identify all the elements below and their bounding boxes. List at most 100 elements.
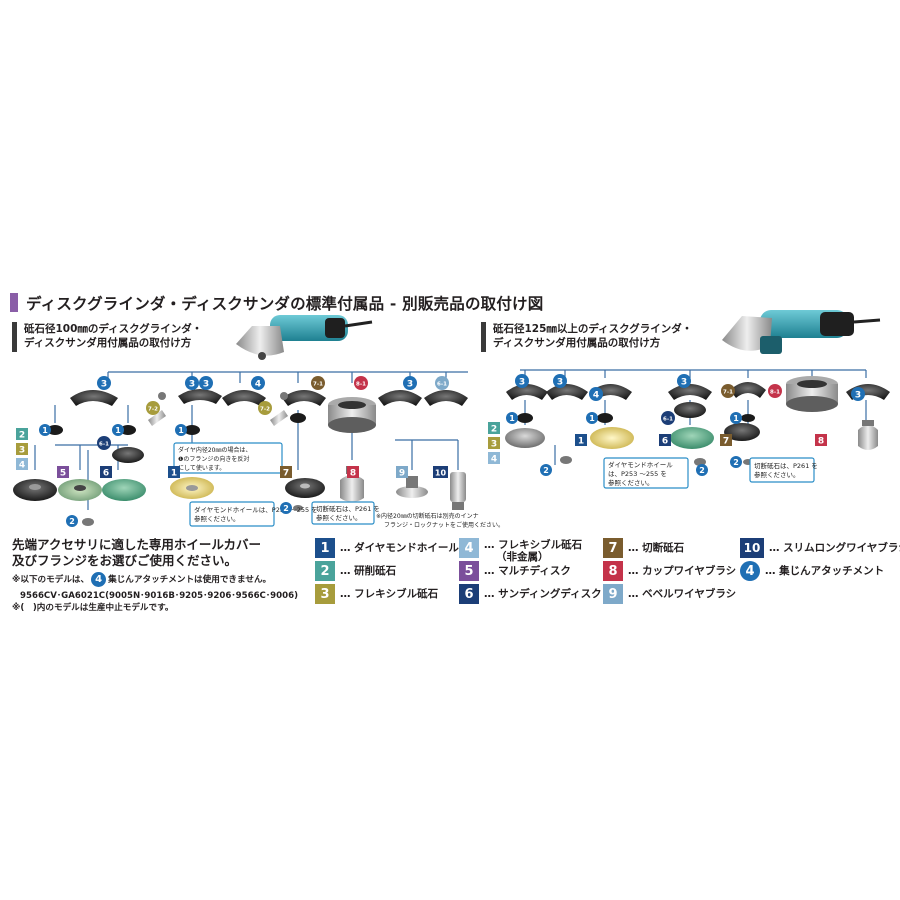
wheel-icons-right (505, 402, 760, 449)
callout-diamond-left-2: 参照ください。 (194, 514, 240, 523)
title-accent-bar (10, 293, 18, 312)
legend-label-6: … サンディングディスク (484, 588, 602, 600)
callout-flange-note-3: にして使います。 (178, 464, 225, 472)
badge-4-left: 4 (19, 461, 25, 471)
legend: 1 … ダイヤモンドホイール 2 … 研削砥石 3 … フレキシブル砥石 4 …… (313, 537, 900, 617)
note-line-1a: ※以下のモデルは、 (12, 575, 90, 585)
legend-item-10: 10 … スリムロングワイヤブラシ (740, 538, 900, 558)
legend-badge-6: 6 (459, 584, 479, 604)
circle-7-1-left: 7-1 (313, 382, 323, 388)
diagram-badges: 2 3 4 5 6 1 7 8 9 10 2 3 4 1 6 7 8 (16, 422, 827, 479)
callout-flange-note-2: ❶のフランジの向きを反対 (178, 455, 249, 463)
legend-badge-1: 1 (315, 538, 335, 558)
circle-2-r2: 2 (699, 466, 705, 475)
legend-label-9: … ベベルワイヤブラシ (628, 588, 737, 600)
wheel-cover-icons-right (506, 382, 890, 400)
callout-boxes-right (603, 457, 815, 489)
circle-6-1-left: 6-1 (99, 442, 109, 448)
legend-badge-9: 9 (603, 584, 623, 604)
circle-3-d: 3 (189, 380, 195, 390)
legend-item-5: 5 … マルチディスク (459, 561, 571, 581)
legend-badge-5: 5 (459, 561, 479, 581)
callout-flange-note-1: ダイヤ内径20㎜の場合は、 (178, 446, 251, 454)
circle-3-b: 3 (203, 380, 209, 390)
small-grinder-illustration (236, 315, 373, 360)
badge-8-right: 8 (818, 437, 824, 447)
circle-2-left: 2 (69, 517, 75, 526)
notes-heading-line-1: 先端アクセサリに適した専用ホイールカバー (12, 537, 262, 552)
legend-label-1: … ダイヤモンドホイール (340, 542, 459, 554)
callout-diamond-right-1: ダイヤモンドホイール (608, 460, 673, 469)
left-subtitle: 砥石径100㎜のディスクグラインダ・ ディスクサンダ用付属品の取付け方 (24, 322, 202, 350)
side-handle-icons (148, 392, 288, 426)
badge-1-left: 1 (171, 469, 177, 479)
legend-item-9: 9 … ベベルワイヤブラシ (603, 584, 736, 604)
legend-badge-8: 8 (603, 561, 623, 581)
diagram-circle-badges: 3 3 4 3 3 7-1 8-1 6-1 7-2 7-2 1 1 1 6-1 … (39, 374, 865, 527)
wheel-cover-icons-left (70, 389, 468, 406)
badge-3-right: 3 (491, 440, 497, 450)
left-subtitle-line-2: ディスクサンダ用付属品の取付け方 (24, 337, 192, 349)
legend-badge-4: 4 (459, 538, 479, 558)
badge-6-left: 6 (103, 469, 109, 479)
dust-collector-cover-left (328, 397, 376, 433)
circle-3-c: 3 (407, 380, 413, 390)
legend-label-8: … カップワイヤブラシ (628, 565, 737, 577)
circle-3-r2: 3 (557, 378, 563, 388)
circle-3-r3: 3 (681, 378, 687, 388)
circle-7-2-a: 7-2 (148, 407, 158, 413)
circle-2-cut: 2 (283, 504, 289, 513)
note-line-3: ※( )内のモデルは生産中止モデルです。 (12, 603, 174, 613)
inline-badge-4: 4 (91, 572, 107, 587)
badge-7-right: 7 (723, 437, 729, 447)
badge-4-right: 4 (491, 455, 497, 465)
inner-flange-note-1: ※内径20㎜の切断砥石は別売のインナ (376, 512, 479, 520)
page-title: ディスクグラインダ・ディスクサンダの標準付属品 - 別販売品の取付け図 (26, 295, 544, 313)
legend-label-2: … 研削砥石 (340, 565, 397, 577)
legend-label-4-line-1: … フレキシブル砥石 (484, 539, 583, 551)
legend-badge-3: 3 (315, 584, 335, 604)
callout-diamond-left-1: ダイヤモンドホイールは、P253 ～255 を (194, 505, 318, 514)
legend-item-dust-attachment: 4 … 集じんアタッチメント (740, 561, 884, 581)
circle-3-r4: 3 (855, 391, 861, 401)
circle-2-r1: 2 (543, 466, 549, 475)
circle-8-1-left: 8-1 (356, 382, 366, 388)
circle-6-1-right: 6-1 (663, 417, 673, 423)
badge-1-right: 1 (578, 437, 584, 447)
circle-7-1-right: 7-1 (723, 390, 733, 396)
badge-10: 10 (435, 469, 447, 478)
callout-diamond-right-2: は、P253 ～255 を (608, 470, 667, 478)
note-line-1b: 集じんアタッチメントは使用できません。 (108, 575, 272, 585)
legend-badge-7: 7 (603, 538, 623, 558)
legend-label-5: … マルチディスク (484, 565, 571, 577)
legend-badge-2: 2 (315, 561, 335, 581)
dust-collector-cover-right (786, 376, 838, 412)
badge-9: 9 (399, 469, 405, 479)
left-subtitle-line-1: 砥石径100㎜のディスクグラインダ・ (24, 323, 203, 335)
callout-cutting-right-2: 参照ください。 (754, 470, 800, 479)
callout-cutting-right-1: 切断砥石は、P261 を (754, 461, 818, 470)
circle-1-r1: 1 (509, 414, 515, 423)
circle-4-r: 4 (593, 391, 599, 401)
circle-8-1-right: 8-1 (770, 390, 780, 396)
legend-label-4-line-2: （非金属） (496, 551, 549, 563)
legend-item-6: 6 … サンディングディスク (459, 584, 602, 604)
inner-flange-note-2: フランジ・ロックナットをご使用ください。 (384, 521, 504, 529)
note-line-2: 9566CV･GA6021C(9005N･9016B･9205･9206･956… (20, 591, 299, 601)
badge-8-left: 8 (350, 469, 356, 479)
legend-item-2: 2 … 研削砥石 (315, 561, 396, 581)
legend-item-1: 1 … ダイヤモンドホイール (315, 538, 459, 558)
callout-cutting-left-2: 参照ください。 (316, 513, 362, 522)
large-grinder-illustration (722, 310, 881, 354)
badge-2-left: 2 (19, 431, 25, 441)
flange-icons-left (47, 413, 306, 526)
badge-5: 5 (60, 469, 66, 479)
legend-item-8: 8 … カップワイヤブラシ (603, 561, 736, 581)
circle-7-2-b: 7-2 (260, 407, 270, 413)
right-subtitle-line-2: ディスクサンダ用付属品の取付け方 (493, 337, 661, 349)
right-subtitle-bar (481, 322, 486, 352)
legend-item-4: 4 … フレキシブル砥石 （非金属） (459, 538, 582, 566)
circle-3-a: 3 (101, 380, 107, 390)
legend-badge-10: 10 (740, 538, 764, 558)
badge-2-right: 2 (491, 425, 497, 435)
